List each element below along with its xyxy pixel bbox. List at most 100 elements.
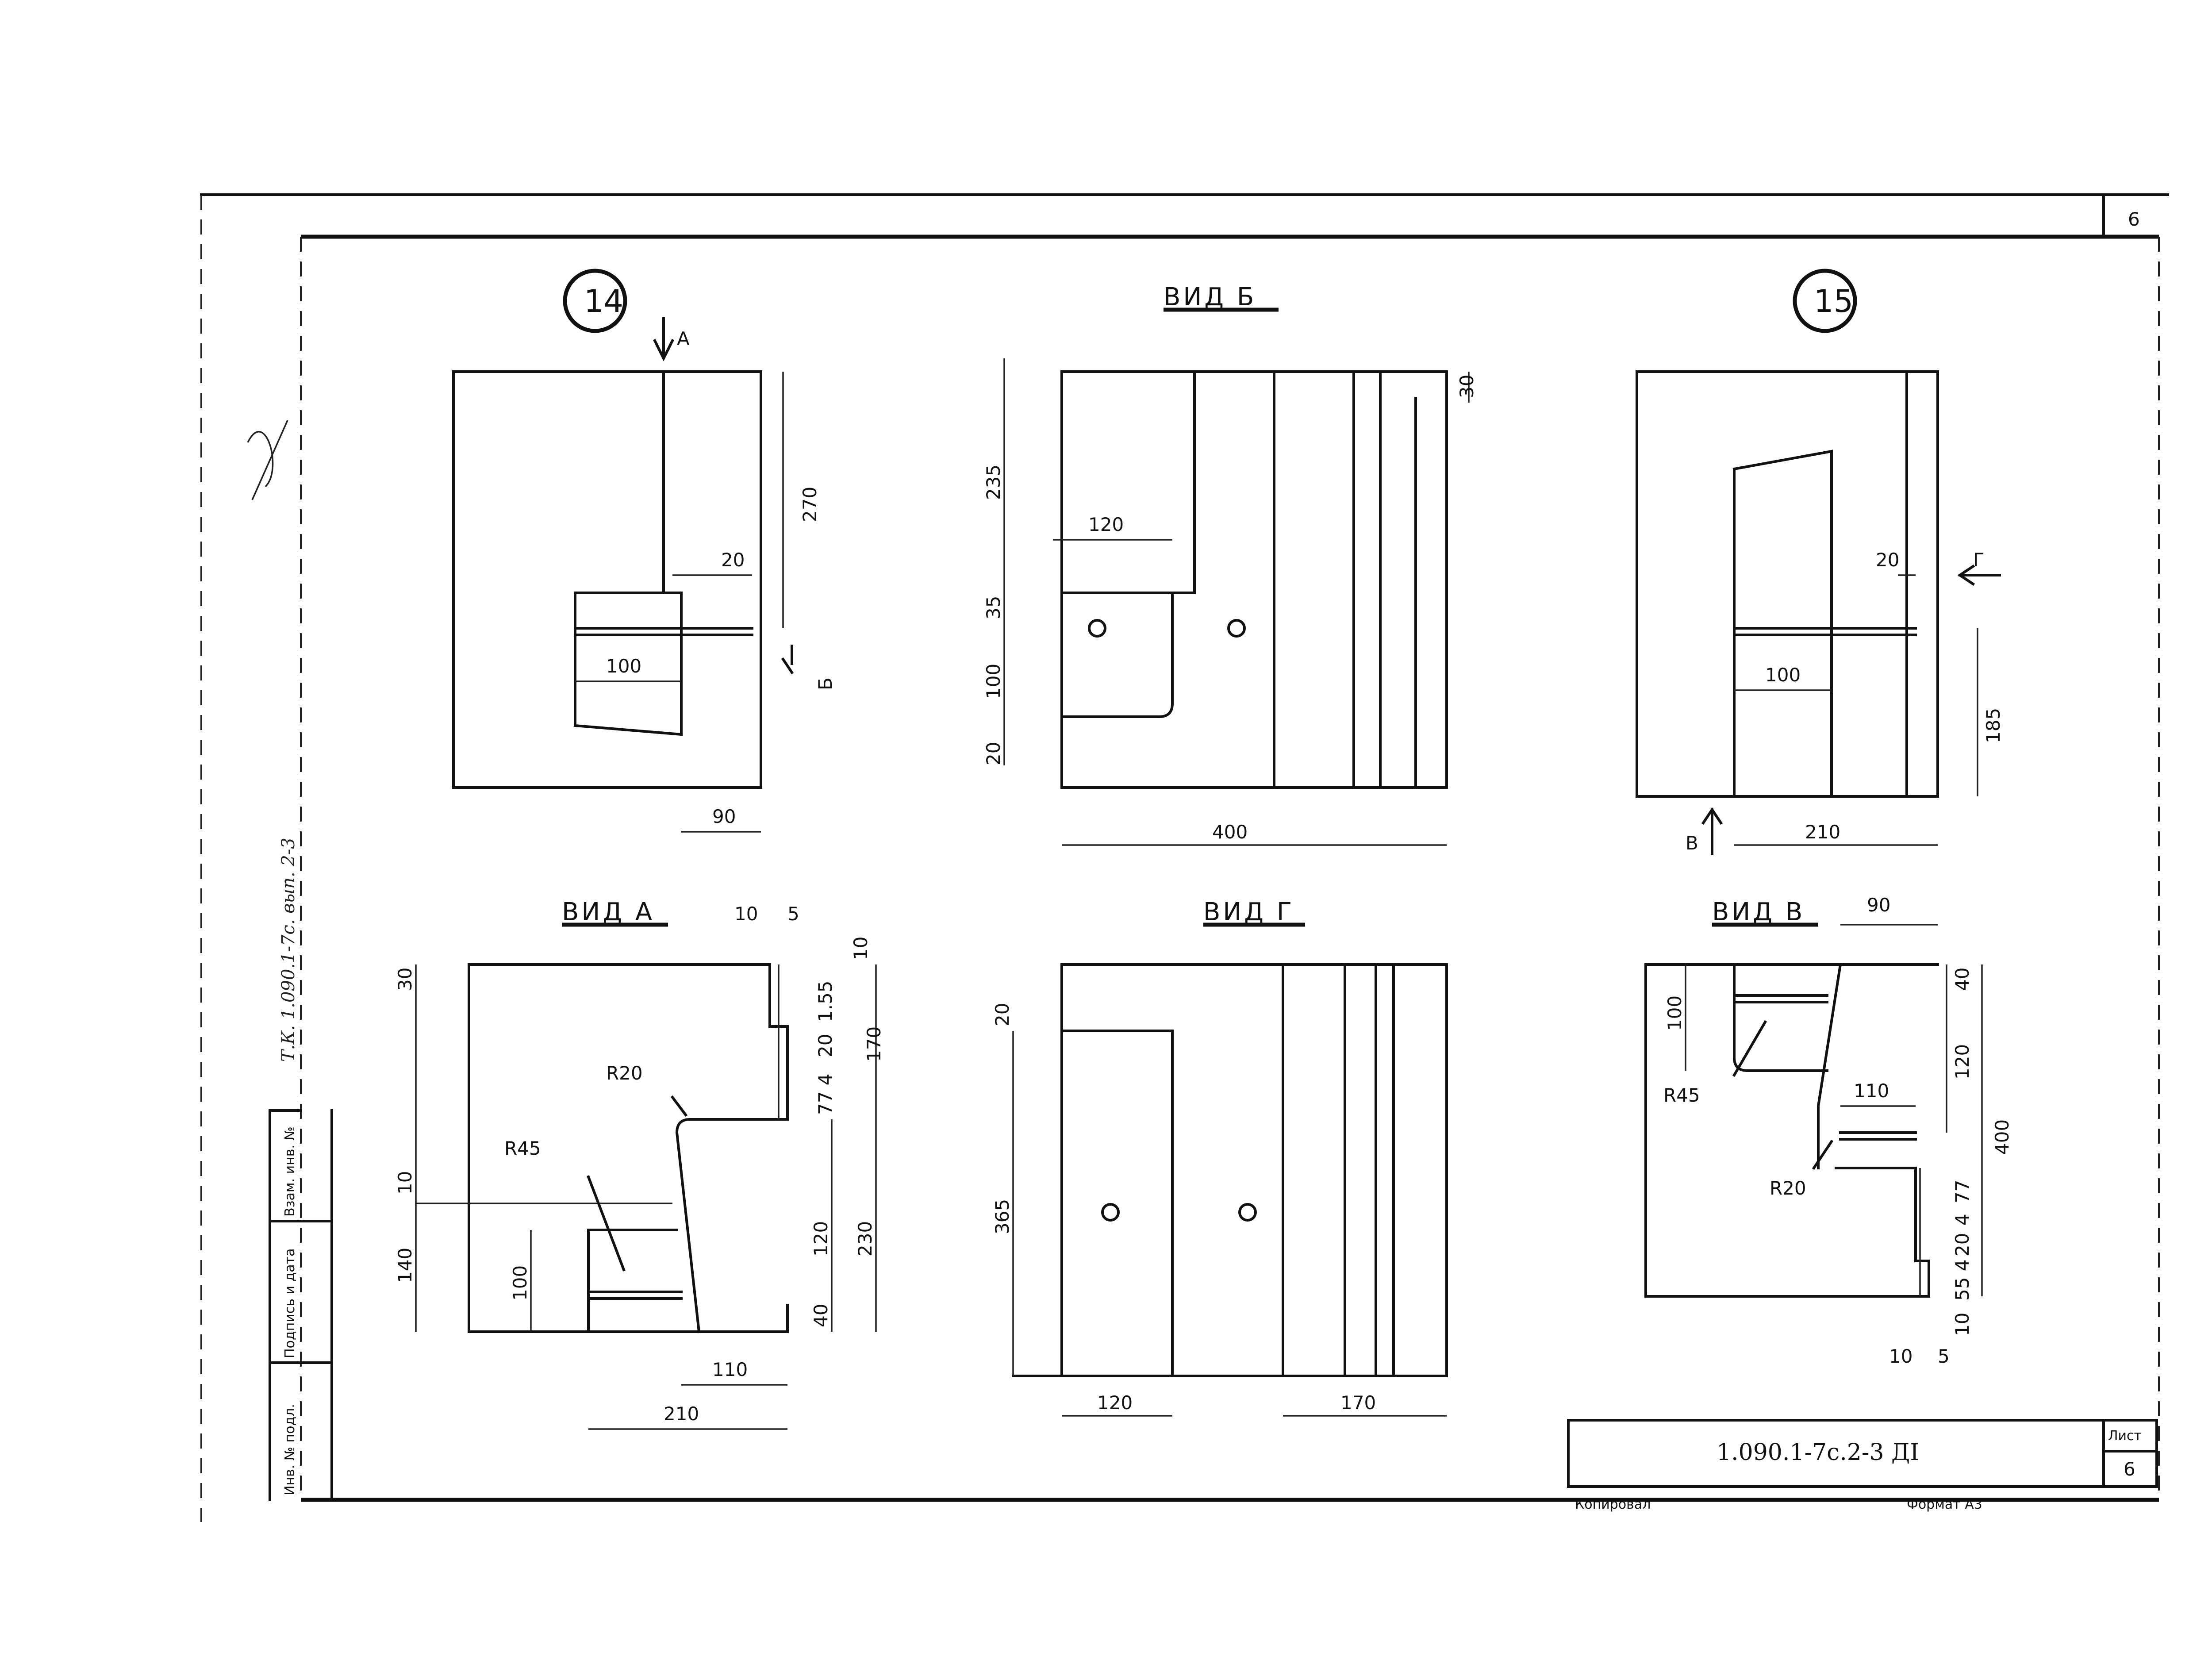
view-a-dim-3: 30 <box>394 968 416 991</box>
view-b-hole-1 <box>1088 619 1106 638</box>
node-14-plate <box>574 627 753 636</box>
node-15-body <box>1732 370 1908 798</box>
sheet-frame <box>200 193 2169 1522</box>
view-v-dim-2: 40 <box>1951 968 1973 991</box>
view-a <box>415 922 877 1430</box>
node-15-view <box>1636 269 2001 855</box>
view-a-dim-15: 230 <box>854 1221 876 1257</box>
view-v-dim-15: 5 <box>1938 1345 1950 1367</box>
node-15-arrow-v <box>1701 807 1723 855</box>
node-14-outline <box>452 370 762 789</box>
node-15-dim-4: 210 <box>1805 821 1840 843</box>
view-b-cutout <box>1060 592 1174 718</box>
view-g-dim-lines <box>1012 1031 1447 1417</box>
node-15-dim-1: 20 <box>1876 549 1899 571</box>
view-v-dim-7: 110 <box>1854 1080 1889 1102</box>
view-a-dim-6: 20 <box>814 1034 836 1057</box>
format-label: Формат А3 <box>1907 1497 1982 1512</box>
view-a-dim-lines <box>415 964 877 1430</box>
view-v <box>1644 922 1983 1298</box>
view-a-dim-7: 77 4 <box>814 1073 836 1115</box>
view-b-dim-lines <box>1003 358 1470 846</box>
view-b-dim-5: 100 <box>983 664 1004 699</box>
view-v-dim-1: 90 <box>1867 894 1890 916</box>
view-a-dim-10: R45 <box>504 1137 541 1159</box>
view-v-title: ВИД В <box>1712 898 1805 926</box>
view-a-dim-13: 100 <box>509 1265 531 1301</box>
node-14-label: 14 <box>584 283 623 319</box>
view-a-dim-9: R20 <box>606 1062 643 1084</box>
view-g-title: ВИД Г <box>1203 898 1294 926</box>
view-b-dim-1: 30 <box>1456 375 1478 398</box>
view-b-bracket <box>1060 370 1196 594</box>
view-g-dim-2: 365 <box>991 1199 1013 1234</box>
view-b-ribs <box>1273 370 1417 789</box>
node-14-dim-3: 100 <box>606 655 641 677</box>
node-15-dim-2: 100 <box>1765 664 1801 686</box>
view-g-bracket <box>1060 1030 1174 1377</box>
node-14-arrow-a-label: А <box>677 328 690 350</box>
view-v-plates <box>1733 994 1917 1141</box>
node-15-arrow-g <box>1957 564 2001 586</box>
node-14-view <box>452 269 794 833</box>
view-g-hole-2 <box>1238 1203 1257 1222</box>
node-14-dim-1: 270 <box>799 487 821 522</box>
view-v-dim-14: 10 <box>1889 1345 1912 1367</box>
view-a-dim-8: 170 <box>863 1026 885 1062</box>
view-a-dim-4: 10 <box>850 937 872 960</box>
view-a-dim-14: 120 <box>810 1221 832 1257</box>
view-g <box>1012 922 1448 1417</box>
view-g-hole-1 <box>1101 1203 1120 1222</box>
side-code: Т.К. 1.090.1-7с. вып. 2-3 <box>278 838 299 1062</box>
view-a-rib <box>587 1229 683 1333</box>
node-14-dim-lines <box>575 372 784 833</box>
view-a-dim-1: 10 <box>734 903 758 925</box>
view-v-outline <box>1644 963 1939 1298</box>
node-14-arrow-b-label: Б <box>814 677 836 690</box>
view-a-dim-5: 1.55 <box>814 980 836 1022</box>
side-table-cell-1: Взам. инв. № <box>282 1126 298 1217</box>
view-a-dim-11: 10 <box>394 1171 416 1195</box>
view-b-outline <box>1060 370 1448 789</box>
node-14-dim-2: 20 <box>721 549 745 571</box>
node-15-label: 15 <box>1814 283 1853 319</box>
view-v-dim-5: 400 <box>1991 1119 2013 1155</box>
view-b-hole-2 <box>1227 619 1246 638</box>
view-b <box>1003 307 1470 846</box>
view-a-dim-12: 140 <box>394 1248 416 1283</box>
view-a-dim-17: 110 <box>712 1359 748 1380</box>
title-block <box>1567 1419 2158 1488</box>
view-v-dim-6: R45 <box>1663 1084 1700 1106</box>
view-v-dim-3: 100 <box>1664 995 1686 1031</box>
side-table-cell-2: Подпись и дата <box>282 1249 298 1359</box>
node-15-dim-lines <box>1734 574 1978 846</box>
title-block-frame <box>1567 1419 2158 1488</box>
node-14-circle <box>563 269 627 333</box>
view-v-dim-8: R20 <box>1770 1177 1806 1199</box>
sheet-label: Лист <box>2108 1428 2142 1444</box>
node-15-arrow-v-label: В <box>1686 832 1698 854</box>
node-15-circle <box>1793 269 1857 333</box>
view-b-dim-3: 120 <box>1088 514 1124 535</box>
node-14-dim-4: 90 <box>712 806 736 827</box>
view-g-dim-4: 170 <box>1340 1392 1376 1414</box>
view-a-leaders <box>587 1095 688 1272</box>
side-stamp: Т.К. 1.090.1-7с. вып. 2-3 Взам. инв. № П… <box>247 420 333 1501</box>
view-b-dim-4: 35 <box>983 596 1004 619</box>
view-v-leaders <box>1732 1020 1834 1170</box>
view-a-dim-18: 210 <box>664 1403 699 1425</box>
node-15-arrow-g-label: Г <box>1973 549 1985 571</box>
sheet-code: 1.090.1-7с.2-3 ДI <box>1717 1439 1919 1466</box>
node-14-arrow-b <box>781 645 794 675</box>
copied-label: Копировал <box>1575 1497 1651 1512</box>
view-g-dim-3: 120 <box>1097 1392 1133 1414</box>
view-a-dim-2: 5 <box>787 903 799 925</box>
view-a-dim-16: 40 <box>810 1304 832 1327</box>
page-number-top: 6 <box>2128 208 2140 230</box>
title-block-sheet-cell <box>2102 1419 2158 1488</box>
node-15-plate <box>1733 627 1917 636</box>
view-v-dim-lines <box>1685 924 1983 1296</box>
view-v-dim-9: 77 <box>1951 1180 1973 1203</box>
view-b-dim-2: 235 <box>983 465 1004 500</box>
